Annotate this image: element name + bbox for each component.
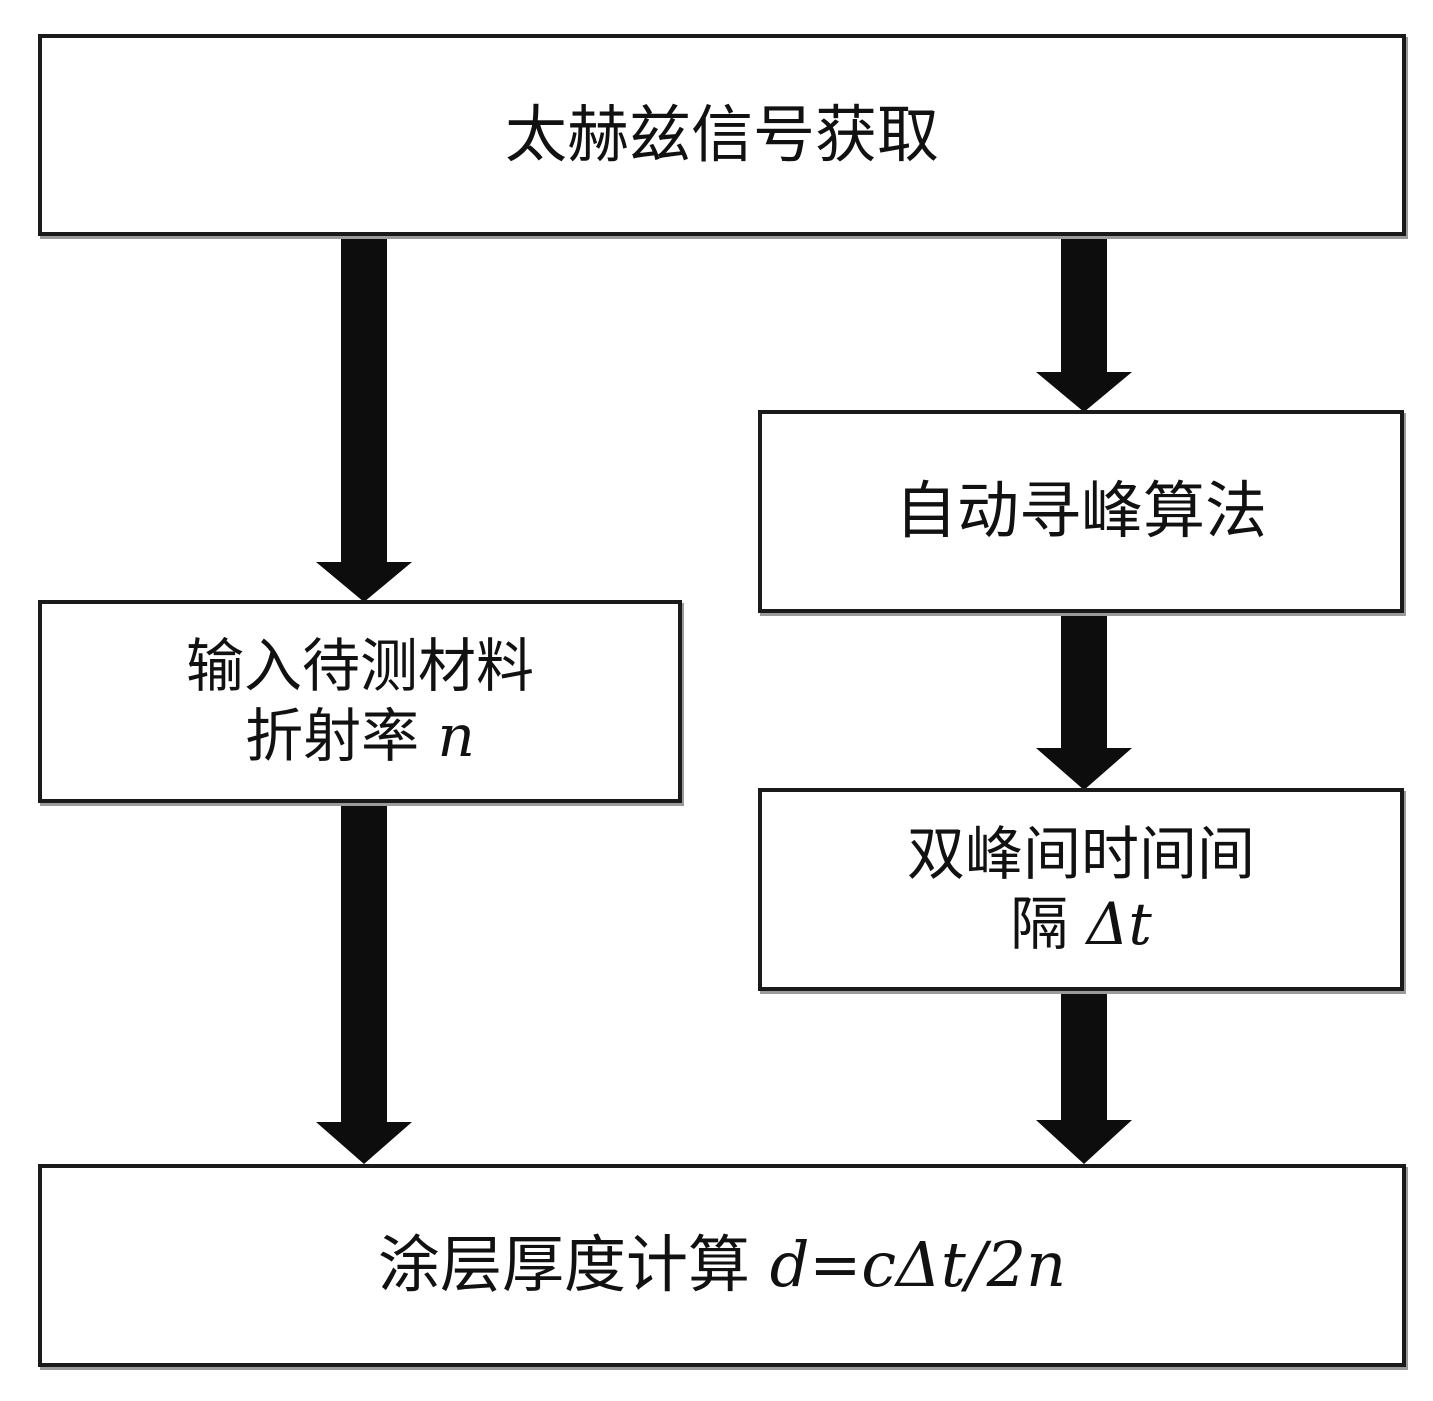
node-peak-finding: 自动寻峰算法 [758, 410, 1404, 613]
arrow-peak-finding-to-time-interval [1036, 612, 1132, 790]
arrow-time-interval-to-thickness [1036, 990, 1132, 1164]
node-refractive-index-variable: n [437, 701, 475, 770]
arrow-signal-to-refractive-index [316, 236, 412, 602]
node-refractive-index-line2: 折射率 n [245, 702, 475, 772]
node-refractive-index-line1: 输入待测材料 [185, 631, 534, 700]
node-time-interval-line2-text: 隔 [1010, 889, 1087, 958]
node-thickness: 涂层厚度计算 d=cΔt/2n [38, 1164, 1406, 1367]
node-thickness-formula: d=cΔt/2n [769, 1228, 1067, 1302]
node-time-interval-variable: Δt [1086, 889, 1152, 958]
arrow-refractive-index-to-thickness [316, 802, 412, 1164]
node-refractive-index-line2-text: 折射率 [245, 701, 438, 770]
arrow-signal-to-peak-finding [1036, 236, 1132, 412]
node-thickness-text: 涂层厚度计算 [377, 1228, 770, 1302]
node-terahertz-signal: 太赫兹信号获取 [38, 34, 1406, 236]
node-time-interval-line2: 隔 Δt [1010, 890, 1152, 960]
node-refractive-index: 输入待测材料 折射率 n [38, 600, 682, 803]
node-time-interval-line1: 双峰间时间间 [906, 819, 1255, 888]
node-peak-finding-label: 自动寻峰算法 [894, 474, 1267, 548]
node-thickness-label: 涂层厚度计算 d=cΔt/2n [378, 1228, 1066, 1302]
node-terahertz-signal-label: 太赫兹信号获取 [504, 97, 939, 171]
node-time-interval: 双峰间时间间 隔 Δt [758, 788, 1404, 991]
